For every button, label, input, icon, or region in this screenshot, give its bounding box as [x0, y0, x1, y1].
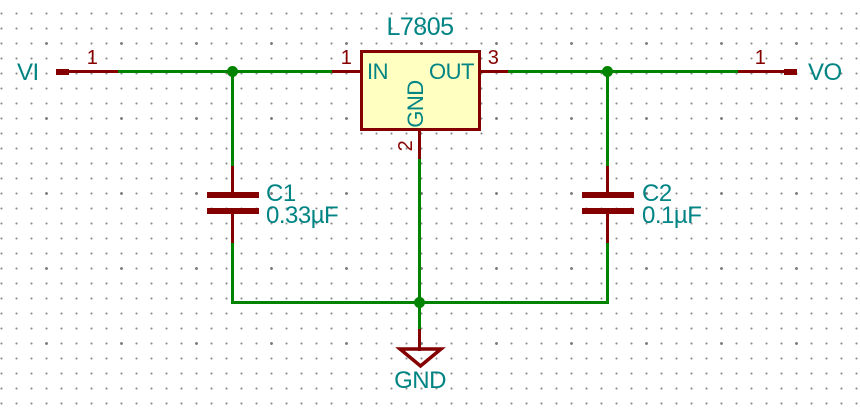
c2-lead-top[interactable]	[606, 166, 609, 192]
regulator-out-pin-number: 3	[487, 47, 499, 69]
wire-c1-bottom[interactable]	[231, 243, 234, 304]
c1-reference[interactable]: C1	[266, 180, 296, 207]
junction-dot[interactable]	[414, 297, 425, 308]
wire-out-to-vo[interactable]	[508, 70, 738, 73]
wire-gnd-branch[interactable]	[418, 159, 421, 304]
vo-pin-line[interactable]	[738, 70, 797, 73]
pin-end-square	[784, 69, 797, 75]
junction-dot[interactable]	[227, 66, 238, 77]
c2-reference[interactable]: C2	[642, 180, 672, 207]
regulator-in-pin-line[interactable]	[332, 70, 361, 73]
vi-pin-line[interactable]	[56, 70, 118, 73]
vo-pin-number: 1	[754, 47, 766, 69]
c2-lead-bottom[interactable]	[606, 214, 609, 243]
vi-pin-number: 1	[86, 47, 98, 69]
ground-label[interactable]: GND	[394, 367, 446, 394]
junction-dot[interactable]	[602, 66, 613, 77]
wire-c1-top[interactable]	[231, 70, 234, 166]
port-vi-label[interactable]: VI	[17, 59, 39, 86]
regulator-out-pin-name: OUT	[429, 59, 474, 84]
regulator-gnd-pin-name: GND	[403, 80, 428, 128]
regulator-body[interactable]	[360, 50, 481, 131]
wire-vi-to-in[interactable]	[118, 70, 332, 73]
wire-gnd-stub[interactable]	[418, 304, 421, 330]
wire-c2-top[interactable]	[606, 70, 609, 166]
ground-symbol-stem[interactable]	[418, 329, 421, 351]
regulator-in-pin-name: IN	[367, 59, 389, 84]
c1-lead-top[interactable]	[231, 166, 234, 192]
regulator-out-pin-line[interactable]	[480, 70, 508, 73]
regulator-reference[interactable]: L7805	[386, 13, 454, 41]
c1-plate-top[interactable]	[207, 192, 259, 198]
port-vo-label[interactable]: VO	[808, 59, 842, 86]
c2-value[interactable]: 0.1µF	[642, 202, 702, 229]
ground-symbol-icon[interactable]	[395, 346, 446, 370]
regulator-in-pin-number: 1	[340, 47, 352, 69]
regulator-gnd-pin-number: 2	[395, 140, 417, 152]
c1-plate-bottom[interactable]	[207, 208, 259, 214]
c2-plate-bottom[interactable]	[582, 208, 634, 214]
wire-c2-bottom[interactable]	[606, 243, 609, 304]
c1-lead-bottom[interactable]	[231, 214, 234, 243]
regulator-gnd-pin-line[interactable]	[418, 130, 421, 159]
c2-plate-top[interactable]	[582, 192, 634, 198]
c1-value[interactable]: 0.33µF	[266, 202, 339, 229]
